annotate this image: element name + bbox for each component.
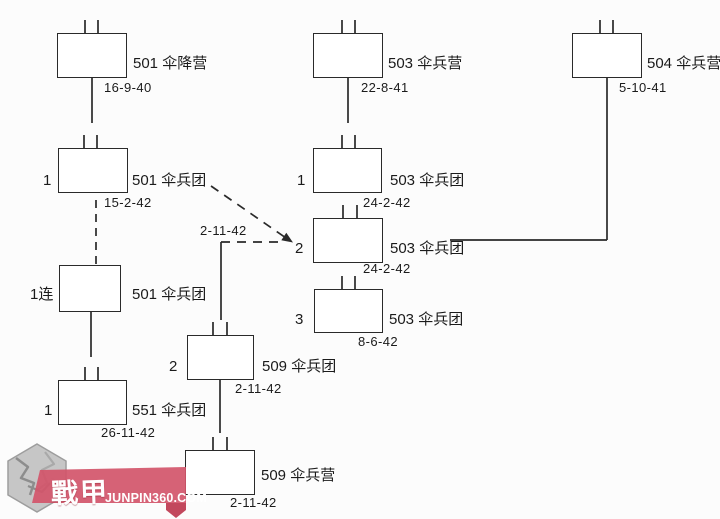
unit-number: 1 <box>297 172 306 189</box>
unit-box-1-503-rgt <box>313 148 382 193</box>
unit-date: 8-6-42 <box>358 334 398 349</box>
unit-box-2-503-rgt <box>313 218 383 263</box>
unit-label: 501 伞兵团 <box>132 286 207 303</box>
unit-box-1-501-rgt <box>58 148 128 193</box>
unit-date: 2-11-42 <box>230 495 277 510</box>
unit-ticks-3-503-rgt <box>341 276 356 289</box>
unit-number: 2 <box>169 358 178 375</box>
unit-label: 501 伞兵团 <box>132 172 207 189</box>
unit-date: 15-2-42 <box>104 195 152 210</box>
junction-date-annotation: 2-11-42 <box>200 223 247 238</box>
unit-ticks-2-509-rgt <box>212 322 228 335</box>
unit-label: 503 伞兵团 <box>390 240 465 257</box>
watermark-logo-text: 戰甲 <box>50 476 110 510</box>
unit-box-509-bn <box>185 450 255 495</box>
unit-label: 503 伞兵营 <box>388 55 463 72</box>
unit-ticks-2-503-rgt <box>342 205 358 218</box>
unit-ticks-501-bn <box>84 20 99 33</box>
watermark-banner <box>32 467 186 503</box>
unit-box-2-509-rgt <box>187 335 254 380</box>
watermark-graphic <box>7 443 186 518</box>
unit-label: 503 伞兵团 <box>390 172 465 189</box>
unit-ticks-1-501-rgt <box>83 135 98 148</box>
unit-date: 22-8-41 <box>361 80 409 95</box>
watermark-banner-fold <box>166 503 186 518</box>
unit-box-3-503-rgt <box>314 289 383 333</box>
unit-date: 24-2-42 <box>363 195 411 210</box>
unit-ticks-503-bn <box>341 20 356 33</box>
arrowhead-to-2-503rgt <box>281 232 293 243</box>
unit-date: 26-11-42 <box>101 425 156 440</box>
unit-label: 509 伞兵团 <box>262 358 337 375</box>
unit-box-1-551-rgt <box>58 380 127 425</box>
watermark-site-text: JUNPIN360.COM <box>105 491 207 505</box>
unit-date: 24-2-42 <box>363 261 411 276</box>
unit-ticks-509-bn <box>212 437 228 450</box>
unit-ticks-504-bn <box>599 20 614 33</box>
unit-number: 1 <box>44 402 53 419</box>
unit-label: 509 伞兵营 <box>261 467 336 484</box>
unit-label: 551 伞兵团 <box>132 402 207 419</box>
unit-number: 2 <box>295 240 304 257</box>
unit-ticks-1-551-rgt <box>84 367 99 380</box>
unit-number: 1 <box>43 172 52 189</box>
unit-label: 504 伞兵营 <box>647 55 720 72</box>
unit-box-504-bn <box>572 33 642 78</box>
unit-number: 1连 <box>30 286 54 303</box>
unit-date: 16-9-40 <box>104 80 152 95</box>
unit-box-1co-501-rgt <box>59 265 121 312</box>
unit-label: 503 伞兵团 <box>389 311 464 328</box>
unit-date: 2-11-42 <box>235 381 282 396</box>
unit-number: 3 <box>295 311 304 328</box>
unit-box-503-bn <box>313 33 383 78</box>
unit-ticks-1-503-rgt <box>341 135 356 148</box>
unit-box-501-bn <box>57 33 127 78</box>
unit-date: 5-10-41 <box>619 80 667 95</box>
unit-label: 501 伞降营 <box>133 55 208 72</box>
